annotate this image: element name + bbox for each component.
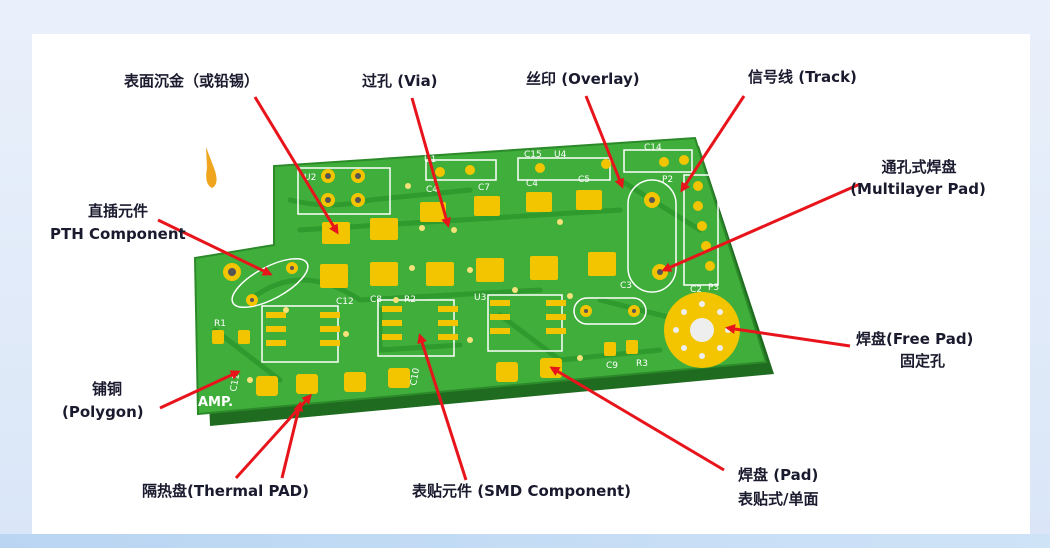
- arrow-polygon: [159, 370, 241, 410]
- arrow-pad: [549, 366, 725, 472]
- label-pad-2: 表贴式/单面: [738, 490, 819, 508]
- silk-c10: C10: [409, 367, 422, 386]
- silk-c3: C3: [620, 281, 632, 291]
- ic-leads: [266, 300, 566, 346]
- label-via: 过孔 (Via): [362, 72, 438, 90]
- silk-c2: C2: [690, 285, 702, 295]
- through-hole-pads: [223, 155, 715, 317]
- label-polygon-en: (Polygon): [62, 403, 144, 421]
- arrow-pth: [157, 218, 273, 276]
- arrow-track: [680, 95, 746, 193]
- silk-c12: C12: [336, 297, 354, 307]
- label-overlay: 丝印 (Overlay): [526, 70, 640, 88]
- arrow-overlay: [584, 95, 625, 189]
- label-pth-cn: 直插元件: [88, 202, 149, 220]
- callout-arrows: [157, 95, 861, 481]
- silk-c4: C4: [426, 185, 438, 195]
- silk-u3: U3: [474, 293, 486, 303]
- label-free-pad: 焊盘(Free Pad): [856, 330, 974, 348]
- silk-c9: C9: [606, 361, 618, 371]
- arrow-smd: [417, 333, 468, 481]
- label-track: 信号线 (Track): [748, 68, 857, 86]
- bottom-band: [0, 534, 1050, 548]
- label-multilayer-pad-cn: 通孔式焊盘: [881, 158, 957, 176]
- silk-p3: P3: [708, 283, 719, 293]
- smd-pads: [212, 190, 638, 396]
- silk-p2: P2: [662, 175, 673, 185]
- silk-c5: C5: [578, 175, 590, 185]
- arrow-thermal-pad-2: [280, 401, 304, 479]
- silk-c4b: C4: [526, 179, 538, 189]
- arrow-via: [410, 97, 451, 228]
- arrow-free-pad: [725, 324, 851, 348]
- vias: [247, 183, 583, 383]
- silk-u2: U2: [304, 173, 316, 183]
- label-free-pad-2: 固定孔: [900, 352, 946, 370]
- silk-c7: C7: [478, 183, 490, 193]
- label-pth-en: PTH Component: [50, 225, 186, 243]
- silk-r2: R2: [404, 295, 416, 305]
- label-multilayer-pad-en: (Multilayer Pad): [850, 180, 986, 198]
- label-pad: 焊盘 (Pad): [738, 466, 819, 484]
- label-surface-gold: 表面沉金（或铅锡）: [124, 72, 260, 90]
- silk-u4: U4: [554, 150, 567, 160]
- label-polygon-cn: 铺铜: [92, 380, 123, 398]
- flame-icon: [206, 147, 217, 188]
- silk-c15: C15: [524, 150, 542, 160]
- arrow-multilayer-pad: [661, 182, 861, 272]
- silk-c14: C14: [644, 143, 662, 153]
- label-thermal-pad: 隔热盘(Thermal PAD): [142, 482, 309, 500]
- arrow-surface-gold: [253, 96, 339, 235]
- label-smd: 表贴元件 (SMD Component): [412, 482, 632, 500]
- mounting-hole: [664, 292, 740, 368]
- silk-amp: AMP.: [198, 395, 233, 410]
- silk-r1: R1: [214, 319, 226, 329]
- silk-c8: C8: [370, 295, 382, 305]
- silk-outlines: [231, 149, 719, 363]
- silk-r3: R3: [636, 359, 648, 369]
